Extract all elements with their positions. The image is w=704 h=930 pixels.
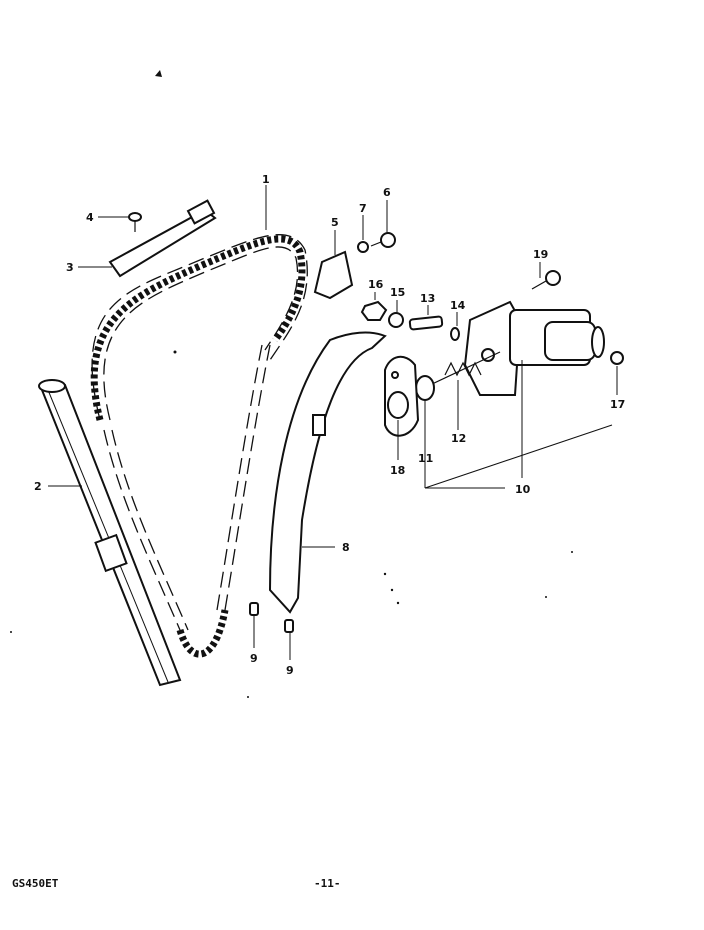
- callout-16: 16: [368, 278, 384, 291]
- leader-lines: [48, 185, 618, 660]
- callout-8: 8: [342, 541, 350, 554]
- callout-5: 5: [331, 216, 339, 229]
- tensioner-body: [463, 300, 605, 396]
- callout-15: 15: [390, 286, 405, 299]
- callout-12: 12: [451, 432, 466, 445]
- callout-11: 11: [418, 452, 433, 465]
- callout-1: 1: [262, 173, 270, 186]
- o-ring-14: [450, 327, 460, 341]
- nut-16: [360, 300, 388, 321]
- callout-13: 13: [420, 292, 435, 305]
- cam-chain: [90, 234, 308, 658]
- callout-4: 4: [86, 211, 94, 224]
- callout-7: 7: [359, 202, 367, 215]
- washer-15: [388, 312, 404, 328]
- bolt-4: [128, 212, 142, 232]
- callout-9a: 9: [250, 652, 258, 665]
- bolt-19: [531, 270, 561, 290]
- pin-9-right: [284, 619, 294, 633]
- callout-3: 3: [66, 261, 74, 274]
- spring-12: [444, 361, 482, 377]
- chain-damper: [313, 250, 354, 300]
- guide-plate: [108, 199, 217, 278]
- gasket: [384, 355, 420, 437]
- tensioner-guide: [268, 331, 387, 614]
- callout-2: 2: [34, 480, 42, 493]
- callout-19: 19: [533, 248, 548, 261]
- bolt-6: [370, 232, 396, 248]
- scan-specks: [10, 70, 573, 698]
- callout-17: 17: [610, 398, 625, 411]
- callout-14: 14: [450, 299, 466, 312]
- model-code: GS450ET: [12, 877, 59, 890]
- chain-guide: [38, 379, 182, 687]
- callout-18: 18: [390, 464, 405, 477]
- page-number: -11-: [314, 877, 341, 890]
- pin-9-left: [249, 602, 259, 616]
- callouts: 1 2 3 4 5 6 7 8 9 9 10 11 12 13 14 15 16…: [34, 173, 625, 677]
- washer-7: [357, 241, 369, 253]
- pin-13: [408, 315, 444, 331]
- callout-10: 10: [515, 483, 531, 496]
- cap-17: [610, 351, 624, 365]
- callout-9b: 9: [286, 664, 294, 677]
- callout-6: 6: [383, 186, 391, 199]
